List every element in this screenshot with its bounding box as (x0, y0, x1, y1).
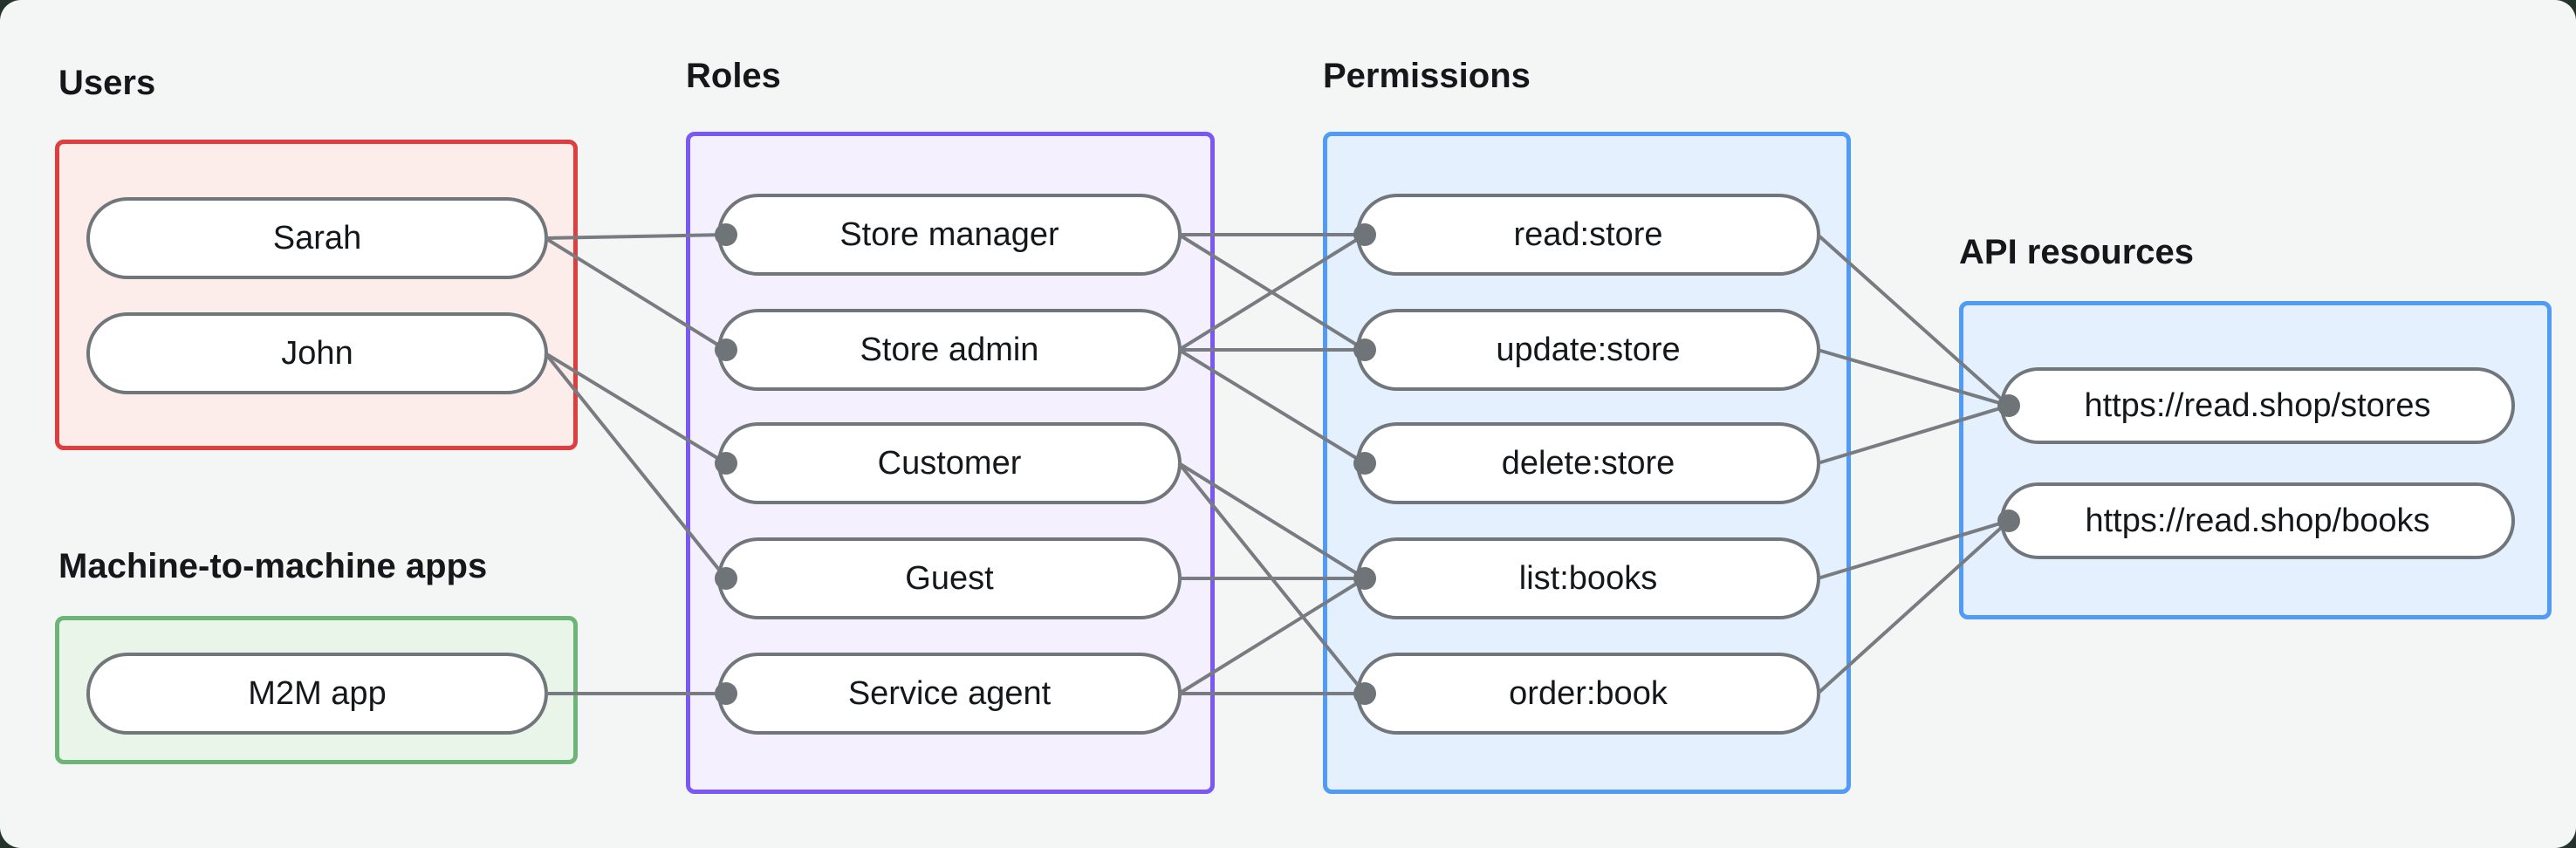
node-store-manager: Store manager (717, 194, 1182, 276)
node-list-books: list:books (1356, 537, 1820, 619)
node-stores: https://read.shop/stores (2000, 367, 2515, 444)
permissions-group-label: Permissions (1323, 57, 1531, 95)
m2m-apps-group-label: Machine-to-machine apps (58, 547, 488, 585)
api-resources-group-label: API resources (1959, 233, 2195, 271)
node-sarah: Sarah (86, 197, 548, 279)
roles-group-label: Roles (686, 57, 781, 95)
node-update-store: update:store (1356, 309, 1820, 391)
node-books: https://read.shop/books (2000, 482, 2515, 559)
node-order-book: order:book (1356, 653, 1820, 735)
node-store-admin: Store admin (717, 309, 1182, 391)
node-delete-store: delete:store (1356, 422, 1820, 504)
node-read-store: read:store (1356, 194, 1820, 276)
node-john: John (86, 312, 548, 394)
node-customer: Customer (717, 422, 1182, 504)
users-group-label: Users (58, 64, 156, 102)
node-m2m: M2M app (86, 653, 548, 735)
api-resources-group-box (1959, 301, 2552, 619)
node-guest: Guest (717, 537, 1182, 619)
users-group-box (55, 140, 578, 450)
node-service-agent: Service agent (717, 653, 1182, 735)
